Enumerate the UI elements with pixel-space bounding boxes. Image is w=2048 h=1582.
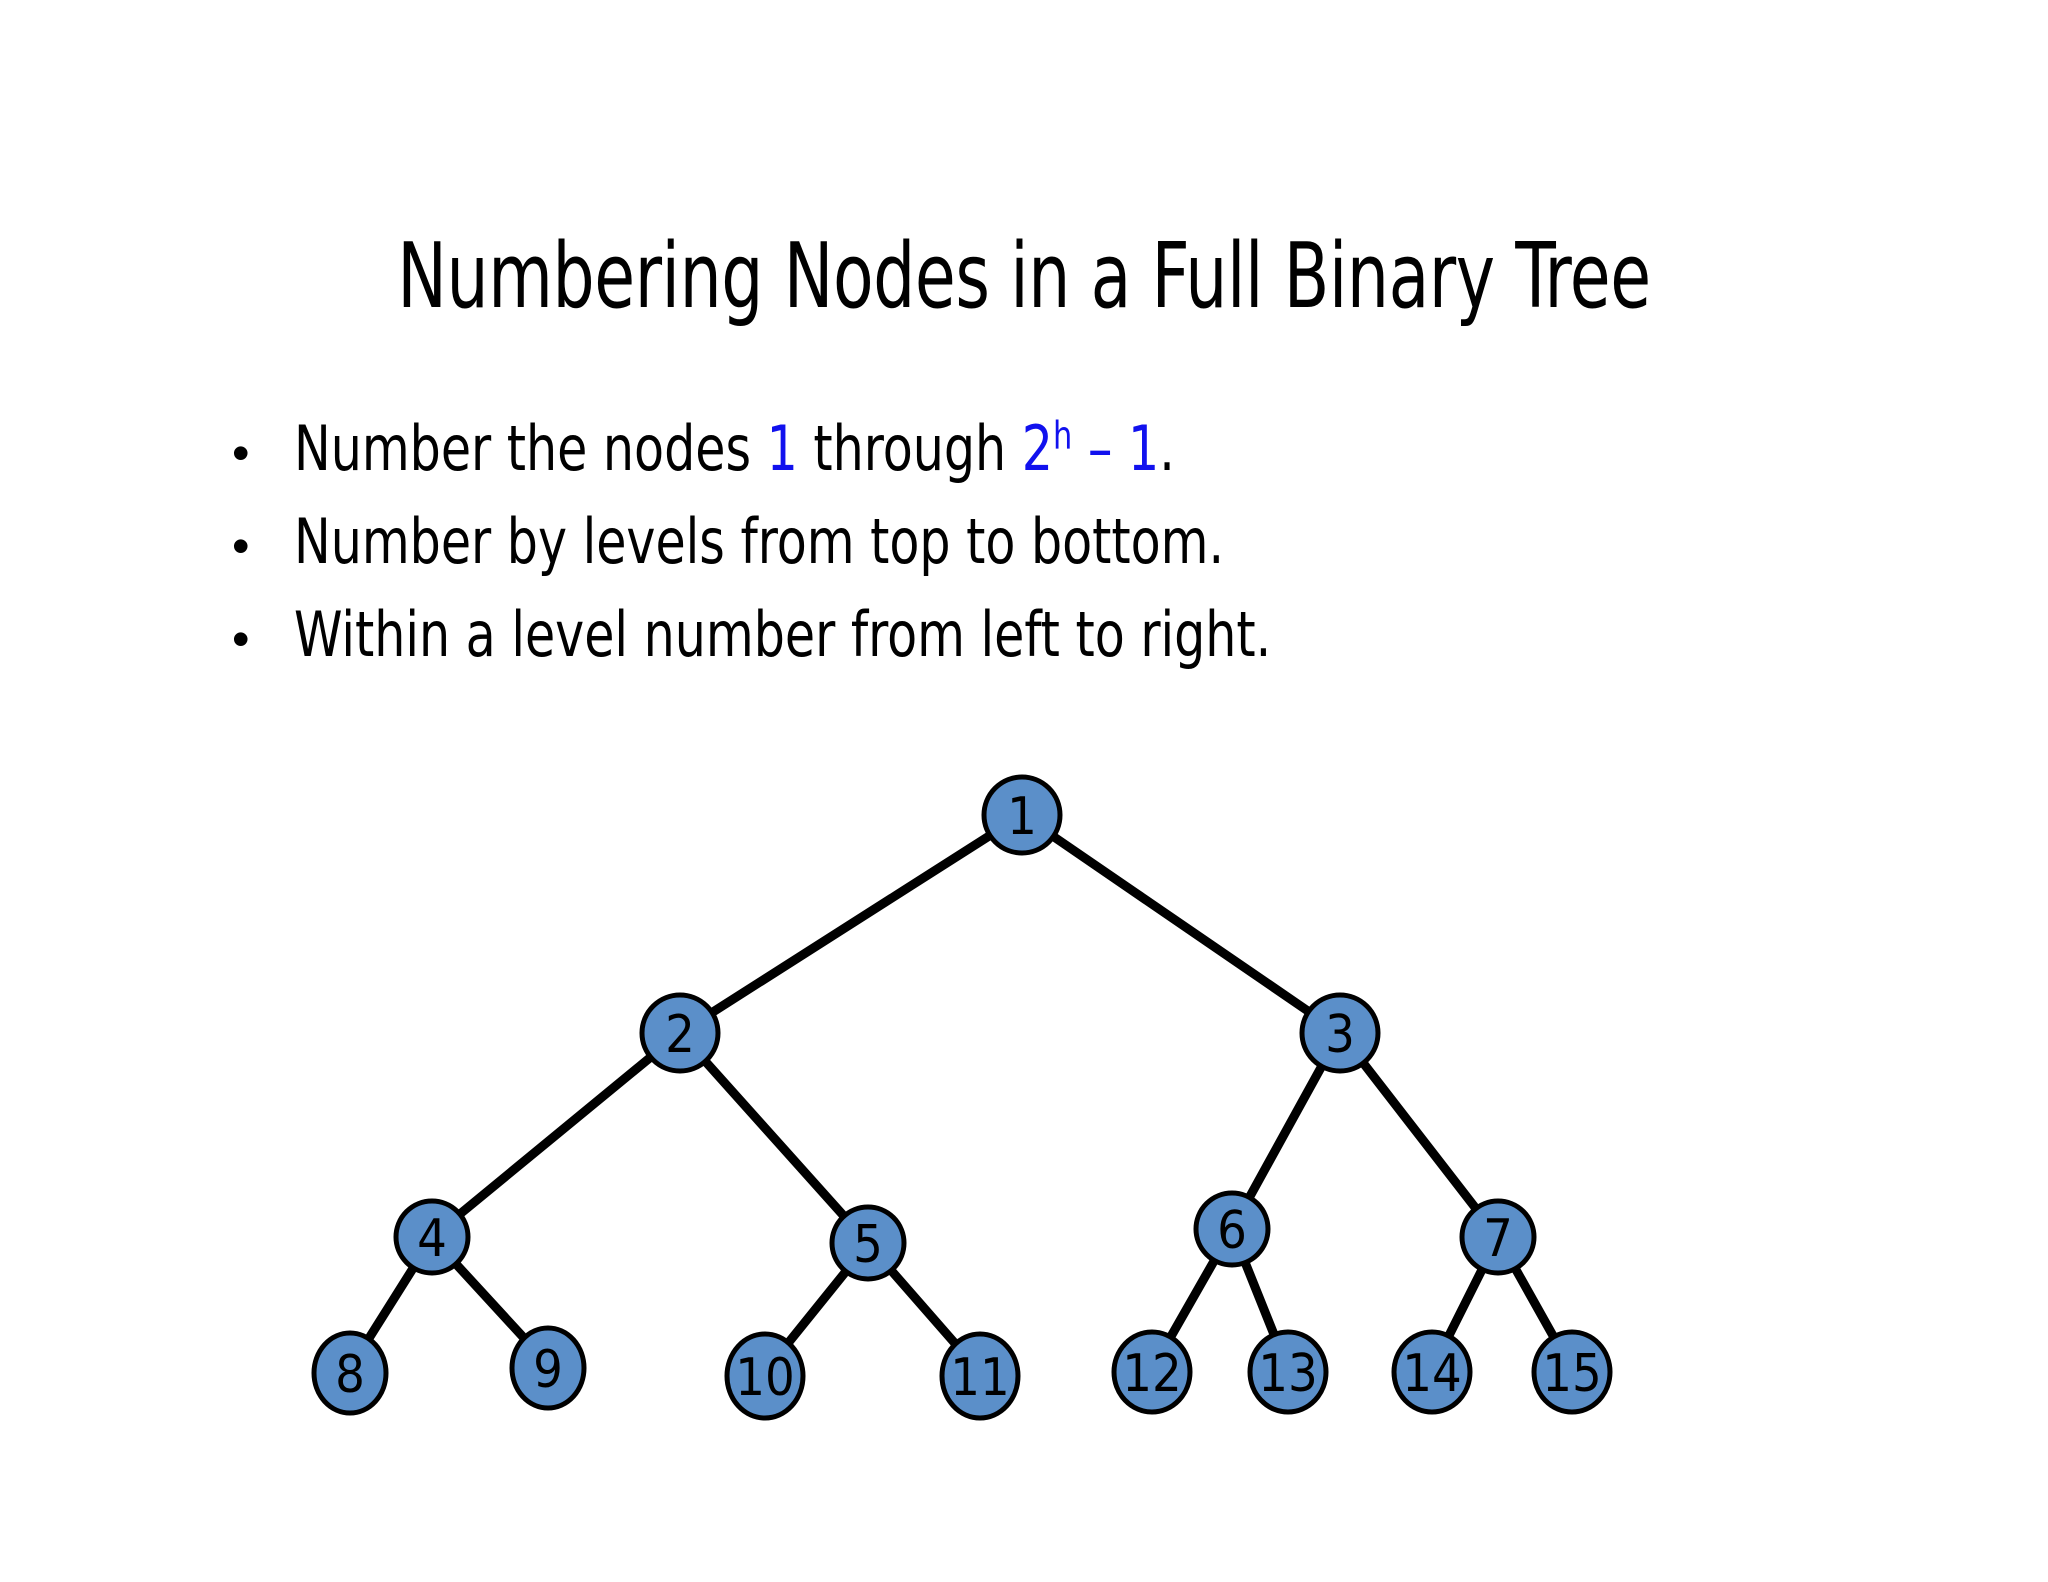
tree-node[interactable]: 6 bbox=[1193, 1190, 1271, 1268]
tree-node[interactable]: 11 bbox=[939, 1331, 1021, 1421]
tree-edge bbox=[1442, 1261, 1489, 1345]
tree-edge bbox=[781, 1263, 853, 1351]
bullet-text: Within a level number from left to right… bbox=[294, 598, 1271, 671]
bullet-text-segment: Within a level number from left to right… bbox=[294, 598, 1272, 672]
bullet-text-segment: 2 bbox=[1021, 412, 1053, 485]
bullet-item: • Number the nodes 1 through 2h – 1. bbox=[232, 412, 1732, 485]
tree-node[interactable]: 13 bbox=[1247, 1329, 1329, 1415]
tree-node[interactable]: 4 bbox=[393, 1198, 471, 1276]
tree-node-circle bbox=[1531, 1329, 1613, 1415]
tree-node-label: 3 bbox=[1325, 1005, 1355, 1065]
tree-node-circle bbox=[509, 1325, 587, 1411]
tree-node-circle bbox=[311, 1330, 389, 1416]
tree-edge bbox=[452, 1050, 659, 1222]
tree-node-label: 11 bbox=[950, 1348, 1010, 1408]
tree-node-label: 4 bbox=[417, 1209, 447, 1269]
tree-node[interactable]: 14 bbox=[1391, 1329, 1473, 1415]
bullet-item: • Within a level number from left to righ… bbox=[232, 598, 1732, 671]
bullet-item: • Number by levels from top to bottom. bbox=[232, 505, 1732, 578]
tree-node[interactable]: 9 bbox=[509, 1325, 587, 1411]
tree-node[interactable]: 3 bbox=[1299, 992, 1381, 1074]
tree-node-circle bbox=[981, 774, 1063, 856]
tree-node[interactable]: 7 bbox=[1459, 1198, 1537, 1276]
bullet-text-segment: 1 bbox=[766, 412, 798, 485]
tree-node[interactable]: 1 bbox=[981, 774, 1063, 856]
tree-node-label: 10 bbox=[735, 1348, 795, 1408]
tree-node[interactable]: 8 bbox=[311, 1330, 389, 1416]
tree-node-label: 15 bbox=[1542, 1344, 1602, 1404]
tree-node-circle bbox=[1391, 1329, 1473, 1415]
tree-edge bbox=[1239, 1254, 1281, 1343]
tree-edge bbox=[704, 828, 998, 1020]
tree-edge bbox=[1356, 1055, 1483, 1217]
tree-node-label: 2 bbox=[665, 1005, 695, 1065]
tree-node-label: 5 bbox=[853, 1215, 883, 1275]
tree-node[interactable]: 12 bbox=[1111, 1329, 1193, 1415]
tree-node-circle bbox=[724, 1331, 806, 1421]
bullet-point-icon: • bbox=[232, 611, 250, 668]
bullet-point-icon: • bbox=[232, 518, 250, 575]
tree-edge bbox=[1045, 829, 1317, 1019]
tree-node-circle bbox=[1299, 992, 1381, 1074]
tree-node[interactable]: 15 bbox=[1531, 1329, 1613, 1415]
bullet-text-segment: through bbox=[797, 412, 1022, 485]
tree-node[interactable]: 10 bbox=[724, 1331, 806, 1421]
tree-node-label: 14 bbox=[1402, 1344, 1462, 1404]
tree-node-circle bbox=[1459, 1198, 1537, 1276]
tree-node-circle bbox=[829, 1204, 907, 1282]
tree-node-circle bbox=[1247, 1329, 1329, 1415]
tree-edge bbox=[1508, 1260, 1561, 1345]
tree-node-label: 9 bbox=[533, 1340, 563, 1400]
tree-node-circle bbox=[939, 1331, 1021, 1421]
tree-node-label: 7 bbox=[1483, 1209, 1513, 1269]
bullet-text-segment: . bbox=[1159, 412, 1175, 485]
tree-node-circle bbox=[1111, 1329, 1193, 1415]
bullet-text-segment: Number by levels from top to bottom. bbox=[294, 505, 1225, 579]
tree-edge-layer bbox=[362, 828, 1561, 1352]
tree-edge bbox=[1242, 1058, 1329, 1206]
tree-node-label: 1 bbox=[1007, 787, 1037, 847]
tree-edge bbox=[362, 1259, 420, 1347]
tree-node-label: 13 bbox=[1258, 1344, 1318, 1404]
tree-edge bbox=[448, 1256, 532, 1346]
tree-node[interactable]: 5 bbox=[829, 1204, 907, 1282]
tree-node-circle bbox=[393, 1198, 471, 1276]
bullet-text-segment: – 1 bbox=[1072, 412, 1160, 485]
tree-node-label: 12 bbox=[1122, 1344, 1182, 1404]
bullet-text: Number by levels from top to bottom. bbox=[294, 505, 1224, 578]
bullet-text-segment: h bbox=[1052, 413, 1073, 459]
tree-node-label: 6 bbox=[1217, 1201, 1247, 1261]
tree-edge bbox=[884, 1262, 963, 1352]
bullet-point-icon: • bbox=[232, 425, 250, 481]
tree-node-circle bbox=[1193, 1190, 1271, 1268]
tree-node-circle bbox=[639, 992, 721, 1074]
tree-node-label: 8 bbox=[335, 1345, 365, 1405]
tree-edge bbox=[1164, 1252, 1221, 1346]
tree-node[interactable]: 2 bbox=[639, 992, 721, 1074]
bullet-list: • Number the nodes 1 through 2h – 1. • Numb… bbox=[232, 412, 1732, 691]
tree-edge bbox=[698, 1053, 852, 1224]
page-title: Numbering Nodes in a Full Binary Tree bbox=[397, 224, 1651, 330]
bullet-text: Number the nodes 1 through 2h – 1. bbox=[294, 412, 1175, 485]
bullet-text-segment: Number the nodes bbox=[294, 412, 767, 485]
